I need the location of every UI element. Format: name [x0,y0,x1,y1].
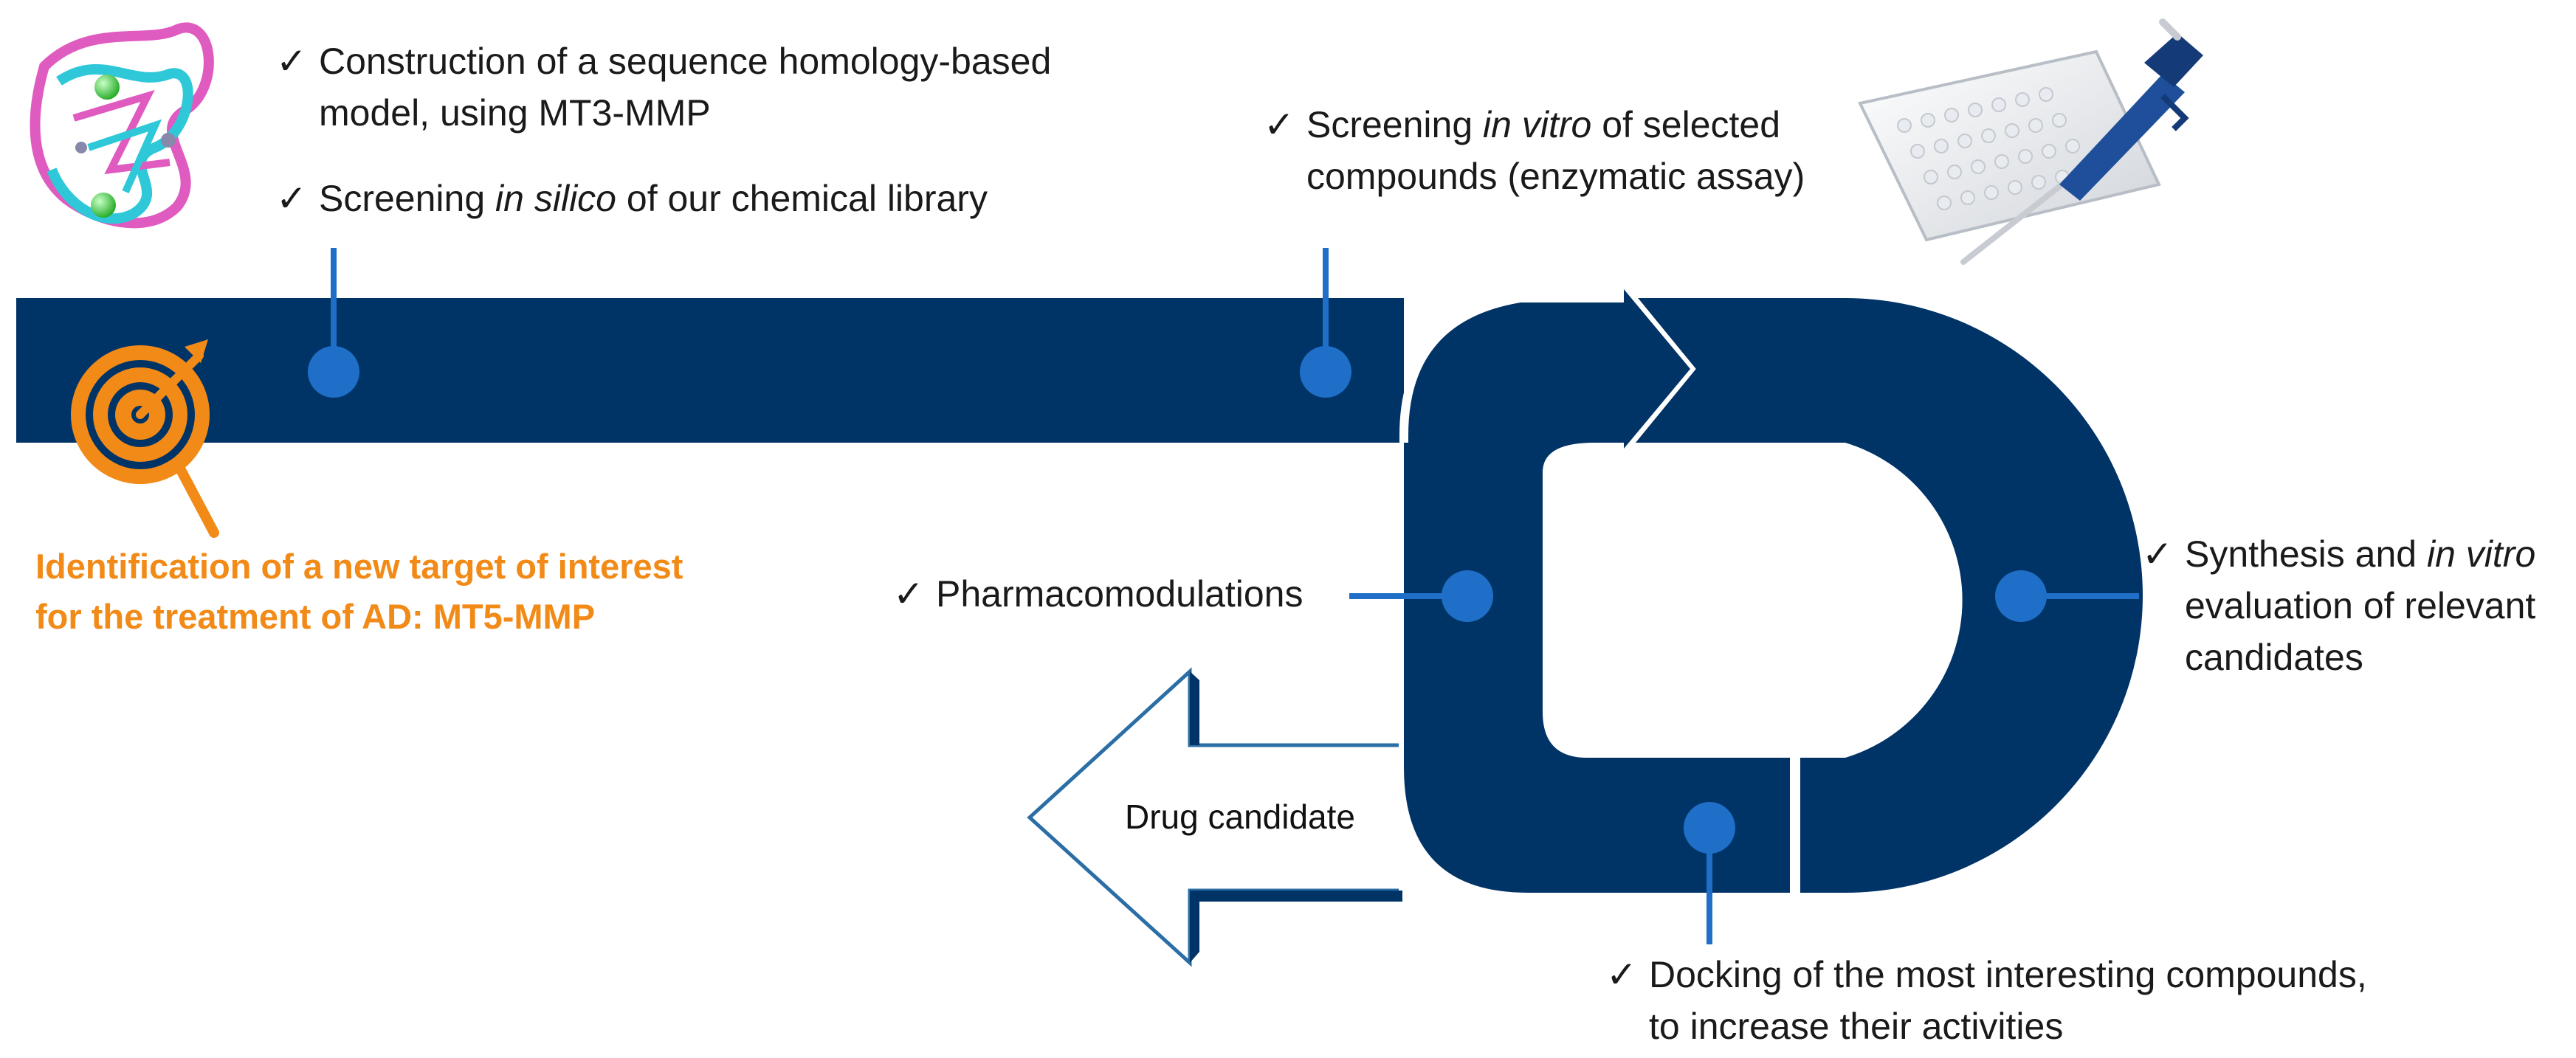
step-construction-label: ✓Construction of a sequence homology-bas… [276,35,1051,139]
step-docking-label: ✓Docking of the most interesting compoun… [1606,949,2367,1052]
microplate-pipette-icon [1858,18,2203,265]
target-icon [71,339,219,538]
check-icon: ✓ [276,41,307,82]
check-icon: ✓ [2142,533,2173,575]
step-in-silico-label: ✓Screening in silico of our chemical lib… [276,173,988,224]
step-in-vitro-screening-label: ✓Screening in vitro of selected compound… [1264,99,1805,202]
check-icon: ✓ [1606,954,1637,995]
drug-candidate-arrow [1027,667,1402,967]
step-dot [1684,802,1735,854]
check-icon: ✓ [893,573,924,615]
step-dots [308,346,2047,854]
cycle-loop [1399,275,2143,899]
check-icon: ✓ [276,178,307,219]
connectors [331,248,2139,944]
step-dot [308,346,359,398]
step-synthesis-label: ✓Synthesis and in vitro evaluation of re… [2142,528,2535,683]
step-dot [1300,346,1351,398]
step-dot [1995,570,2047,622]
step-dot [1442,570,1493,622]
drug-candidate-label: Drug candidate [1125,798,1355,836]
step-pharmacomodulations-label: ✓Pharmacomodulations [893,568,1304,620]
protein-structure-icon [30,22,214,229]
timeline-bar [16,298,1404,443]
check-icon: ✓ [1264,104,1295,145]
target-identification-label: Identification of a new target of intere… [35,547,683,636]
